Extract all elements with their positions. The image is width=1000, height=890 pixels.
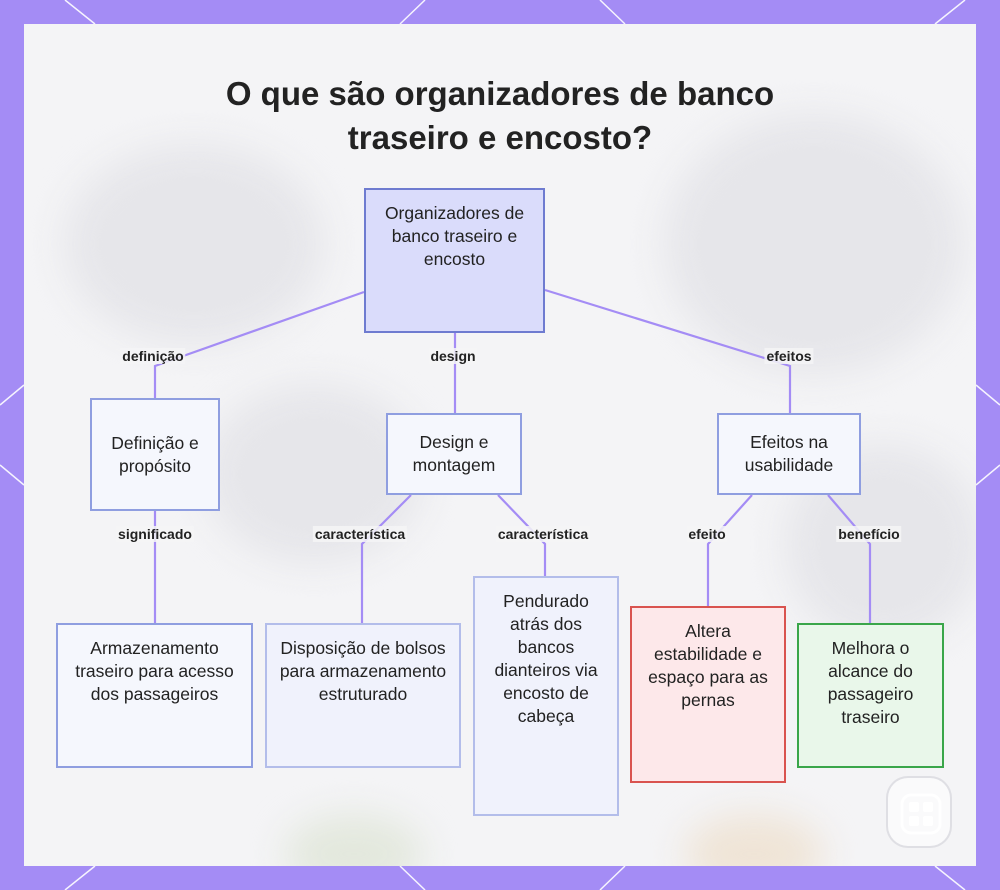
node-definicao-label: Definição e propósito <box>102 432 208 478</box>
node-root-label: Organizadores de banco traseiro e encost… <box>376 202 533 271</box>
node-altera: Altera estabilidade e espaço para as per… <box>630 606 786 783</box>
edge-label-significado: significado <box>116 526 194 542</box>
edge-label-beneficio: benefício <box>836 526 901 542</box>
edge-beneficio <box>828 495 870 623</box>
node-design-label: Design e montagem <box>398 431 510 477</box>
edge-caracteristica-1 <box>362 495 411 623</box>
node-definicao: Definição e propósito <box>90 398 220 511</box>
edge-label-caracteristica-1: característica <box>313 526 407 542</box>
node-disposicao: Disposição de bolsos para armazenamento … <box>265 623 461 768</box>
edge-label-definicao: definição <box>120 348 185 364</box>
app-logo-icon <box>886 776 952 848</box>
edge-label-efeito: efeito <box>686 526 727 542</box>
edge-efeitos <box>545 290 790 413</box>
node-efeitos-label: Efeitos na usabilidade <box>729 431 849 477</box>
node-pendurado: Pendurado atrás dos bancos dianteiros vi… <box>473 576 619 816</box>
node-pendurado-label: Pendurado atrás dos bancos dianteiros vi… <box>485 590 607 728</box>
edge-label-design: design <box>428 348 477 364</box>
node-altera-label: Altera estabilidade e espaço para as per… <box>642 620 774 712</box>
edge-definicao <box>155 292 364 398</box>
node-armazenamento-label: Armazenamento traseiro para acesso dos p… <box>68 637 241 706</box>
edge-efeito <box>708 495 752 606</box>
node-melhora-label: Melhora o alcance do passageiro traseiro <box>809 637 932 729</box>
edge-label-efeitos: efeitos <box>764 348 813 364</box>
node-root: Organizadores de banco traseiro e encost… <box>364 188 545 333</box>
node-armazenamento: Armazenamento traseiro para acesso dos p… <box>56 623 253 768</box>
node-disposicao-label: Disposição de bolsos para armazenamento … <box>277 637 449 706</box>
node-design: Design e montagem <box>386 413 522 495</box>
node-efeitos: Efeitos na usabilidade <box>717 413 861 495</box>
node-melhora: Melhora o alcance do passageiro traseiro <box>797 623 944 768</box>
edge-label-caracteristica-2: característica <box>496 526 590 542</box>
